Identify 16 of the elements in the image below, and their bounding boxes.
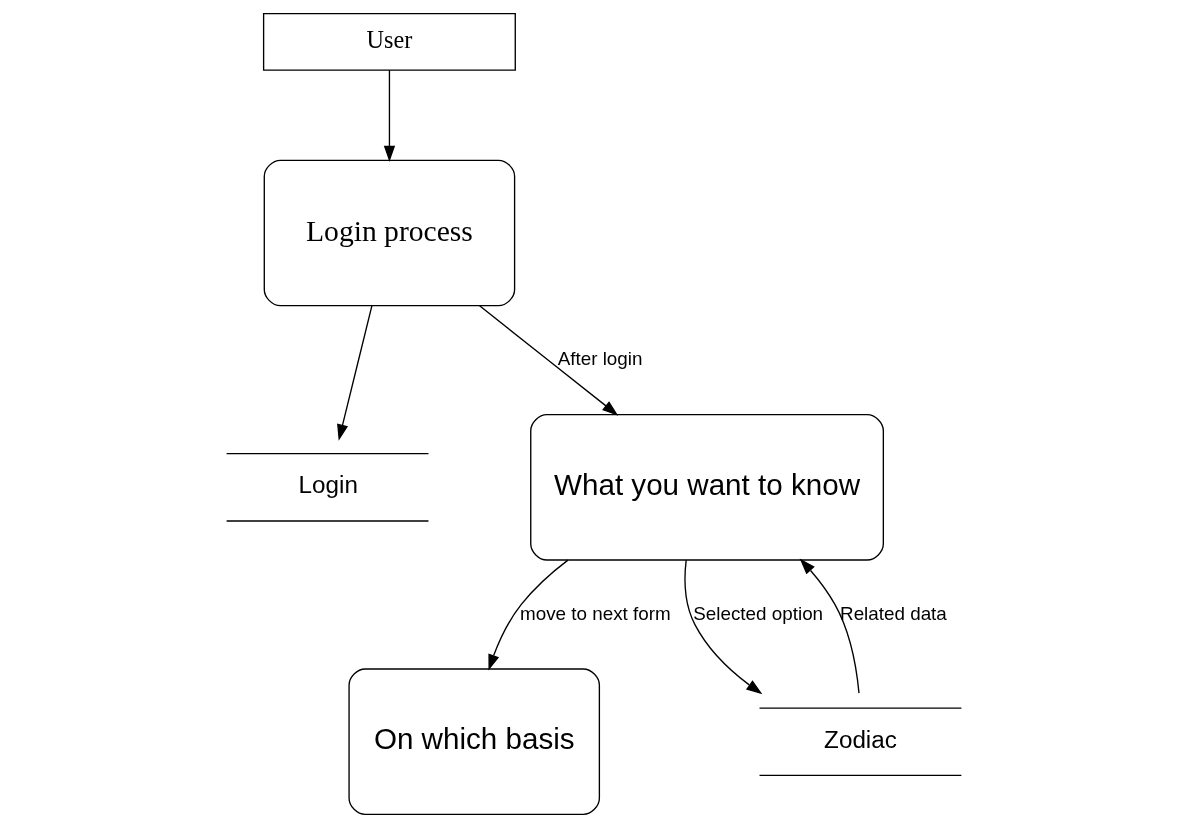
- arrow: [487, 559, 569, 671]
- node-box: On which basis: [347, 668, 600, 816]
- edge-label: Selected option: [692, 602, 823, 624]
- arrow: [383, 69, 395, 163]
- arrow: [478, 305, 618, 416]
- node-box: User: [262, 12, 516, 71]
- edge-label: move to next form: [519, 602, 671, 624]
- edge-label: After login: [557, 348, 642, 370]
- node-box: Login process: [263, 159, 515, 307]
- arrow: [799, 558, 860, 694]
- node-text: Login: [298, 471, 358, 499]
- edge-label: Related data: [839, 602, 947, 624]
- arrow: [683, 559, 762, 695]
- node-box: What you want to know: [529, 414, 884, 561]
- arrow: [336, 305, 373, 441]
- node-text: Zodiac: [823, 725, 897, 753]
